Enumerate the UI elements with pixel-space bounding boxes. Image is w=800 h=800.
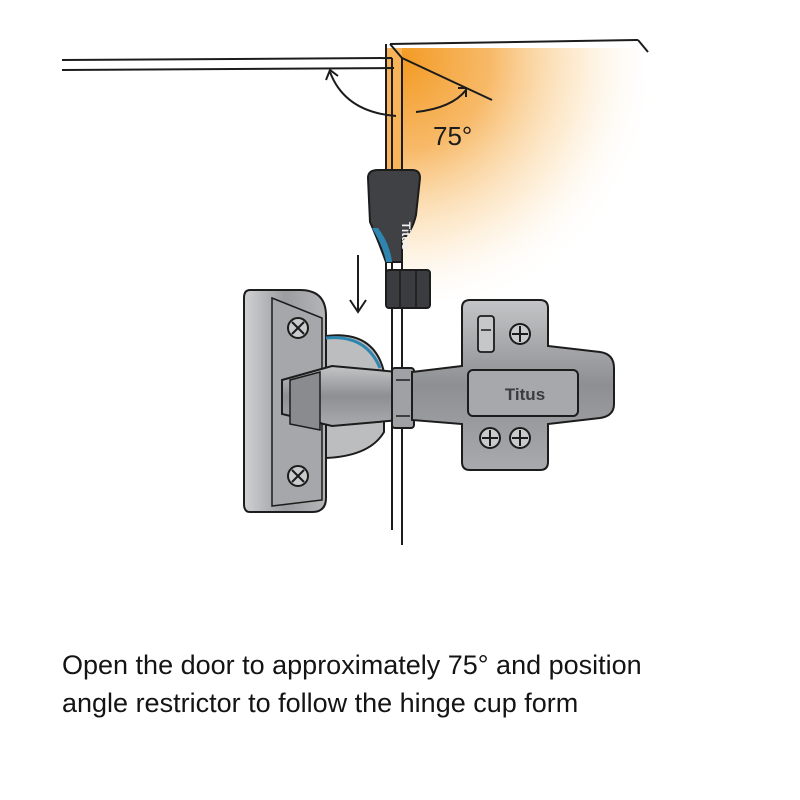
hinge-installation-diagram: 75° Titus Titus	[61, 39, 680, 545]
instruction-caption: Open the door to approximately 75° and p…	[62, 646, 782, 722]
hinge-arm	[281, 364, 415, 431]
angle-restrictor: Titus	[366, 169, 431, 309]
cabinet-glow	[386, 48, 680, 300]
hinge-body: Titus	[411, 299, 615, 471]
cabinet-top-panel	[61, 39, 649, 71]
angle-label: 75°	[433, 121, 472, 151]
restrictor-brand: Titus	[399, 222, 413, 251]
caption-line-1: Open the door to approximately 75° and p…	[62, 650, 642, 680]
hinge-brand: Titus	[505, 385, 545, 404]
caption-line-2: angle restrictor to follow the hinge cup…	[62, 688, 579, 718]
angle-arc-icon	[325, 68, 467, 117]
door-open-line	[401, 57, 493, 101]
down-arrow-icon	[349, 255, 367, 314]
